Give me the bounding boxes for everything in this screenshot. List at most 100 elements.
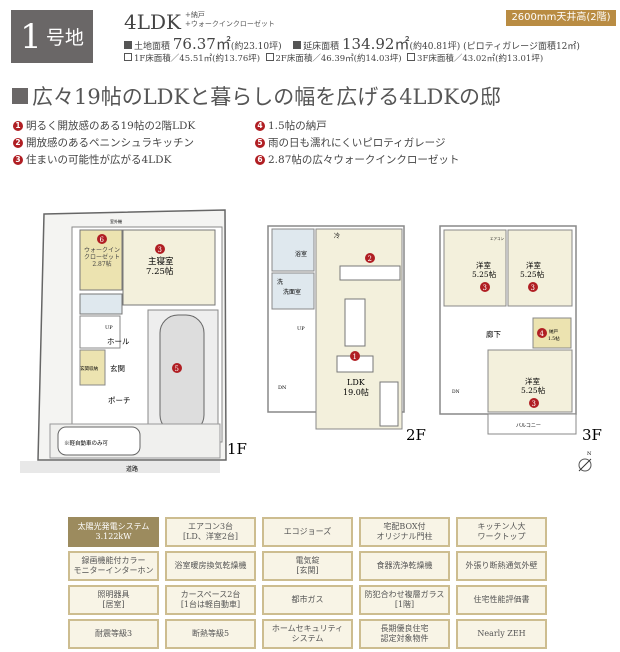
balcony-label: バルコニー <box>516 423 541 429</box>
svg-text:2: 2 <box>368 255 372 263</box>
marker-5-num: 5 <box>175 365 179 373</box>
lot-suffix: 号地 <box>45 27 84 49</box>
equipment-item: カースペース2台 [1台は軽自動車] <box>165 585 256 615</box>
equipment-item: ホームセキュリティ システム <box>262 619 353 649</box>
land-area-label: 土地面積 <box>134 42 171 52</box>
svg-text:4: 4 <box>540 330 545 338</box>
feature-text: 住まいの可能性が広がる4LDK <box>26 154 172 166</box>
south-size: 5.25帖 <box>521 385 546 395</box>
equipment-item: 都市ガス <box>262 585 353 615</box>
ceiling-height-badge: 2600mm天井高(2階) <box>506 10 616 26</box>
equipment-item: エコジョーズ <box>262 517 353 547</box>
equipment-item: 外張り断熱通気外壁 <box>456 551 547 581</box>
master-size: 7.25帖 <box>146 266 174 277</box>
ac-label: エアコン <box>490 236 504 241</box>
marker-6-num: 6 <box>100 236 105 244</box>
headline-text: 広々19帖のLDKと暮らしの幅を広げる4LDKの邸 <box>32 85 502 109</box>
marker-icon: 5 <box>255 137 265 148</box>
marker-icon: 6 <box>255 154 265 165</box>
feature-text: 2.87帖の広々ウォークインクローゼット <box>268 154 460 166</box>
square-icon <box>124 41 132 49</box>
entry-label: 玄関 <box>110 363 125 373</box>
area-row: 土地面積 76.37㎡(約23.10坪) 延床面積 134.92㎡(約40.81… <box>124 33 580 54</box>
floor-area-label: 延床面積 <box>303 42 340 52</box>
closet-size: 1.5帖 <box>548 335 560 342</box>
square-outline-icon <box>407 53 416 61</box>
floor-label-3f: 3F <box>582 426 602 444</box>
equipment-item: 断熱等級5 <box>165 619 256 649</box>
wash-label: 洗面室 <box>283 288 301 296</box>
hall-label: 廊下 <box>486 329 501 339</box>
equipment-item: キッチン人大 ワークトップ <box>456 517 547 547</box>
square-icon <box>293 41 302 49</box>
svg-text:3: 3 <box>531 284 535 292</box>
kitchen-counter <box>339 265 401 281</box>
room-master <box>122 229 216 306</box>
outdoor-unit-label: 室外機 <box>110 218 122 224</box>
headline: 広々19帖のLDKと暮らしの幅を広げる4LDKの邸 <box>12 81 501 111</box>
wic-label: ウォークイン クローゼット 2.87帖 <box>83 247 120 268</box>
ldk-size: 19.0帖 <box>343 387 369 397</box>
east-label: 洋室 <box>526 260 541 270</box>
equipment-item: 防犯合わせ複層ガラス [1階] <box>359 585 450 615</box>
bath-label: 浴室 <box>295 250 307 258</box>
feature-text: 開放感のあるペニンシュラキッチン <box>26 137 194 149</box>
svg-text:1: 1 <box>353 353 357 361</box>
floor-plan-2f: 冷 浴室 洗 洗面室 UP DN LDK 19.0帖 2 1 2F <box>267 225 426 444</box>
ldk-label: LDK <box>347 378 366 387</box>
square-outline-icon <box>265 53 274 61</box>
balcony <box>487 413 577 435</box>
fridge-label: 冷 <box>334 232 340 240</box>
extra-wic: +ウォークインクローゼット <box>185 20 275 28</box>
marker-6 <box>97 234 107 244</box>
floor-label-2f: 2F <box>406 426 426 444</box>
floor-area-tsubo: (約40.81坪) <box>409 42 461 52</box>
equipment-item: 宅配BOX付 オリジナル門柱 <box>359 517 450 547</box>
square-icon <box>12 88 28 104</box>
svg-text:3: 3 <box>532 400 536 408</box>
room-bath <box>271 228 315 272</box>
floor-area-3f: 3F床面積／43.02㎡(約13.01坪) <box>417 54 544 64</box>
up-label: UP <box>297 326 305 332</box>
equipment-item: 録画機能付カラー モニターインターホン <box>68 551 159 581</box>
feature-text: 雨の日も濡れにくいピロティガレージ <box>268 137 446 149</box>
equipment-item: 住宅性能評価書 <box>456 585 547 615</box>
marker-5 <box>172 363 182 373</box>
equipment-item: 耐震等級3 <box>68 619 159 649</box>
compass-icon: N <box>578 451 592 472</box>
equipment-item: 照明器具 [居室] <box>68 585 159 615</box>
marker-3 <box>155 244 165 254</box>
marker-1 <box>350 351 360 361</box>
dn-label: DN <box>278 385 287 391</box>
up-label: UP <box>105 325 113 331</box>
floor-area-value: 134.92㎡ <box>341 35 410 53</box>
garage-note: (ピロティガレージ面積12㎡) <box>463 42 580 52</box>
car-icon <box>159 314 205 434</box>
land-area-tsubo: (約23.10坪) <box>230 42 282 52</box>
small-car-icon <box>57 426 141 456</box>
floor-areas-row: 1F床面積／45.51㎡(約13.76坪) 2F床面積／46.39㎡(約14.0… <box>124 52 543 64</box>
west-label: 洋室 <box>476 260 491 270</box>
layout-type: 4LDK <box>124 10 181 34</box>
storage-label: 玄関収納 <box>80 365 98 372</box>
road-label: 道路 <box>126 465 138 473</box>
closet-label: 納戸 <box>549 328 558 335</box>
layout-extras: +納戸+ウォークインクローゼット <box>185 11 275 29</box>
equipment-item: 電気錠 [玄関] <box>262 551 353 581</box>
marker-icon: 3 <box>13 154 23 165</box>
floor-plans: 主寝室 7.25帖 ホール 玄関 ポーチ 玄関収納 UP ※軽自動車のみ可 道路… <box>20 209 602 473</box>
dining-table <box>344 298 366 347</box>
floor-label-1f: 1F <box>227 440 247 458</box>
square-outline-icon <box>124 53 132 61</box>
equipment-item: Nearly ZEH <box>456 619 547 649</box>
svg-text:3: 3 <box>483 284 487 292</box>
room-east <box>507 229 573 307</box>
lot-number: 1 <box>20 16 42 57</box>
